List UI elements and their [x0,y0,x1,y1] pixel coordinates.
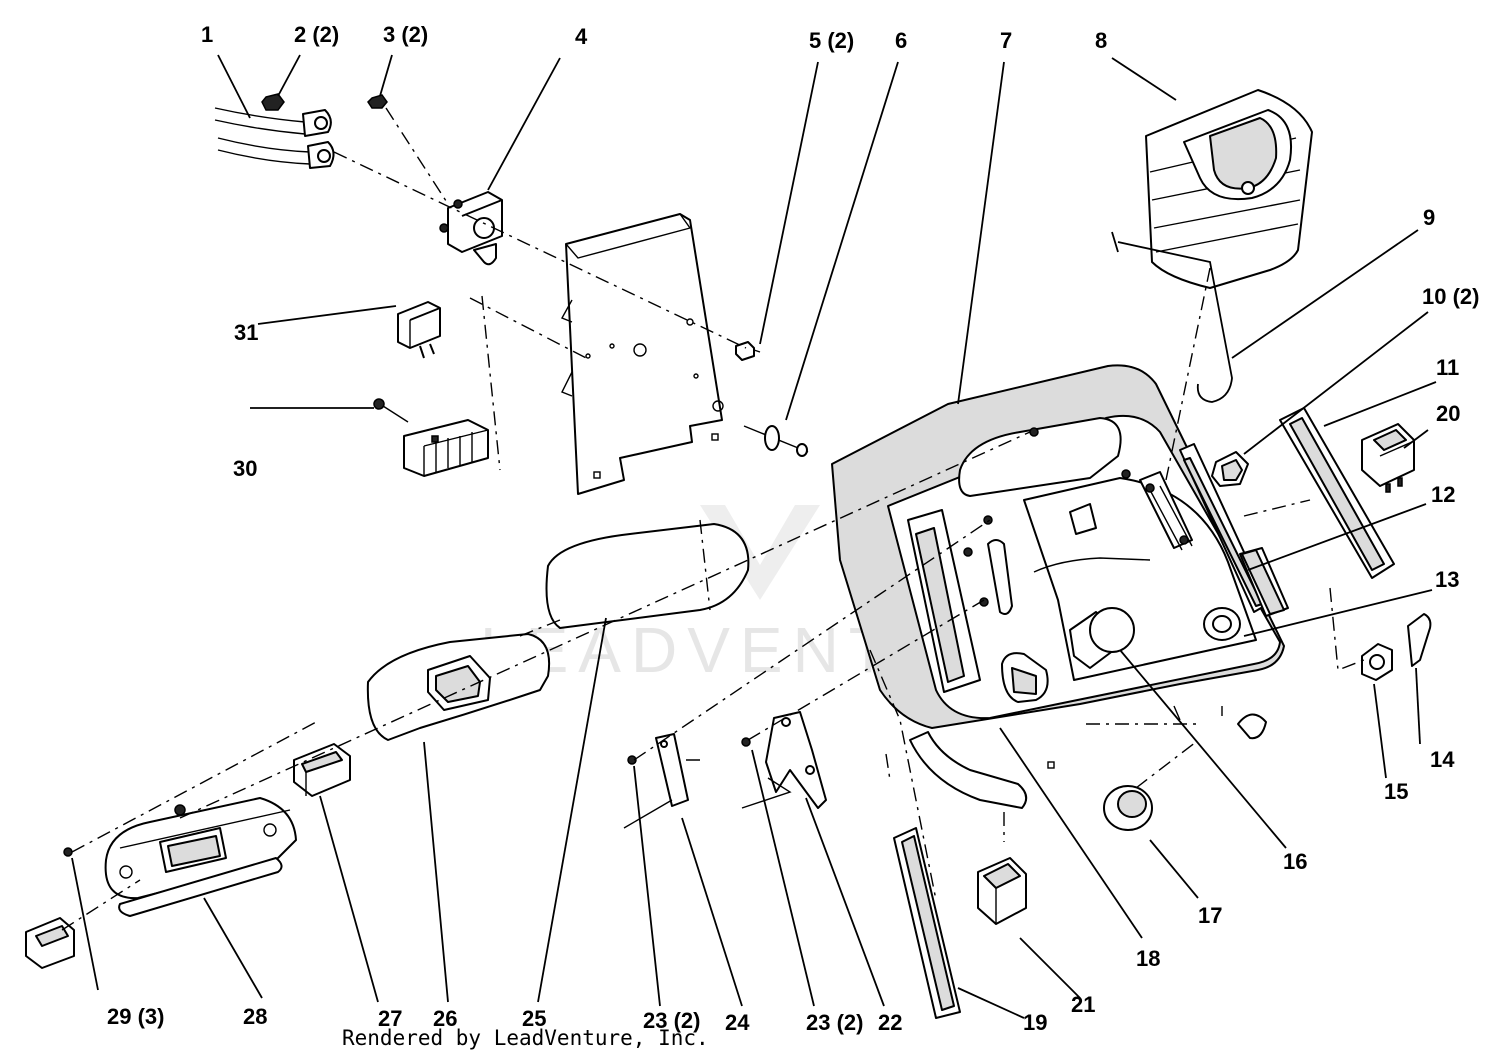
part-11-trim-strip[interactable] [1279,407,1395,579]
callout-9: 9 [1423,205,1435,230]
callout-3: 3 (2) [383,22,428,47]
part-26-panel[interactable] [366,633,550,741]
callout-14: 14 [1430,747,1455,772]
part-30-screw[interactable] [373,398,409,423]
callout-8: 8 [1095,28,1107,53]
part-5-bolt[interactable] [735,341,761,361]
callout-5: 5 (2) [809,28,854,53]
callout-19: 19 [1023,1010,1047,1035]
part-6-stud[interactable] [743,425,809,457]
part-1-battery-cables[interactable] [214,107,335,169]
part-31-relay[interactable] [397,301,441,359]
part-24-bracket[interactable] [623,733,700,829]
small-indicator-switch [25,917,75,969]
callout-20: 20 [1436,401,1460,426]
leader-lines [71,54,1437,1019]
part-25-cover-panel[interactable] [545,523,750,629]
callout-23-right: 23 (2) [806,1010,863,1035]
callout-23-left: 23 (2) [643,1008,700,1033]
callout-7: 7 [1000,28,1012,53]
part-12-insert[interactable] [1241,549,1285,615]
callout-2: 2 (2) [294,22,339,47]
callout-6: 6 [895,28,907,53]
part-27-hour-meter[interactable] [293,743,351,797]
part-14-ignition-key[interactable] [1407,613,1432,667]
callout-31: 31 [234,320,258,345]
callout-25: 25 [522,1006,546,1031]
callout-4: 4 [575,24,588,49]
part-29-screw[interactable] [63,847,73,857]
part-10-grommet[interactable] [1211,451,1249,487]
callout-labels: 1 2 (2) 3 (2) 4 5 (2) 6 7 8 9 10 (2) 11 … [107,22,1479,1035]
relay-base-block [403,419,489,477]
callout-30: 30 [233,456,257,481]
part-20-rocker-switch[interactable] [1361,423,1415,493]
callout-16: 16 [1283,849,1307,874]
part-8-shifter-boot[interactable] [1145,89,1313,289]
callout-29: 29 (3) [107,1004,164,1029]
callout-27: 27 [378,1006,402,1031]
part-28-gauge-housing[interactable] [104,797,297,917]
callout-12: 12 [1431,482,1455,507]
mounting-plate [561,213,724,495]
part-3-nut[interactable] [367,94,388,109]
part-19-trim-strip[interactable] [893,827,961,1019]
part-23-screw-left[interactable] [627,755,637,765]
callout-18: 18 [1136,946,1160,971]
callout-22: 22 [878,1010,902,1035]
callout-13: 13 [1435,567,1459,592]
part-21-rocker-switch[interactable] [977,857,1027,925]
callout-15: 15 [1384,779,1408,804]
callout-28: 28 [243,1004,267,1029]
part-2-nut[interactable] [261,93,285,111]
render-credit: Rendered by LeadVenture, Inc. [342,1026,709,1050]
part-22-bracket[interactable] [741,711,827,809]
callout-26: 26 [433,1006,457,1031]
part-9-rod[interactable] [1111,231,1233,403]
callout-24: 24 [725,1010,750,1035]
callout-17: 17 [1198,903,1222,928]
callout-1: 1 [201,22,213,47]
part-15-nut[interactable] [1361,643,1393,681]
part-17-knob-cap[interactable] [1103,785,1153,831]
callout-21: 21 [1071,992,1095,1017]
part-4-solenoid[interactable] [439,191,503,266]
part-16-knob[interactable] [1069,607,1135,669]
part-7-console-housing[interactable] [831,364,1289,809]
callout-10: 10 (2) [1422,284,1479,309]
callout-11: 11 [1436,355,1459,380]
